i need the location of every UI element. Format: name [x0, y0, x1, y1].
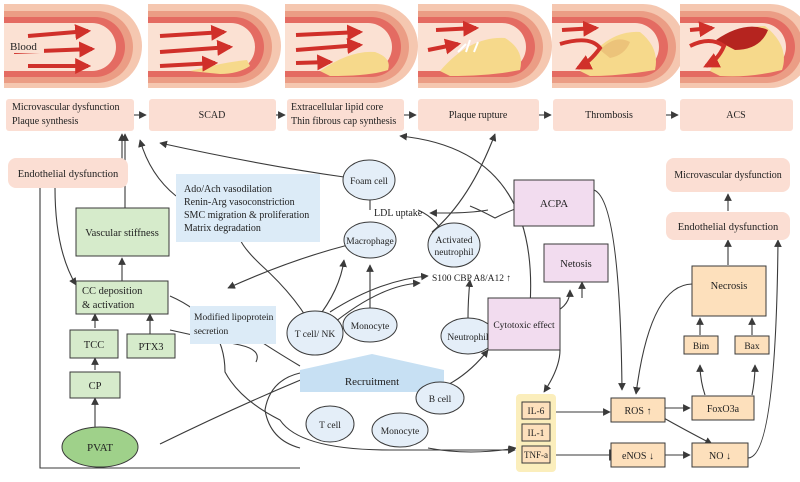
artery-panel-5 [552, 4, 685, 88]
b-cell-node [415, 381, 465, 415]
artery-panel-1: Blood [4, 4, 142, 88]
connectors [39, 132, 782, 469]
vascular-stiffness: Vascular stiffness [85, 228, 159, 239]
neutrophil: Neutrophil [447, 333, 489, 343]
ptx3-box [126, 333, 176, 359]
microvascular-dysfunction-box [666, 158, 790, 192]
cp-box [69, 371, 121, 399]
pvat: PVAT [87, 442, 113, 454]
stage-box-thrombosis [553, 99, 666, 131]
stage-acs: ACS [726, 110, 745, 121]
bim: Bim [693, 342, 710, 352]
stage-scad: SCAD [199, 110, 226, 121]
activated-neutrophil-node [427, 222, 481, 268]
ptx3: PTX3 [138, 342, 163, 353]
stage-box-lipid-core [287, 99, 404, 131]
no: NO ↓ [709, 451, 731, 462]
t-cell: T cell [319, 421, 341, 431]
recruitment-banner [300, 354, 444, 392]
macrophage-node [343, 221, 397, 259]
netosis: Netosis [560, 259, 592, 270]
stage-box-plaque-rupture [418, 99, 539, 131]
stage-box-scad [149, 99, 276, 131]
stage-bar: Microvascular dysfunction Plaque synthes… [6, 99, 793, 131]
stage-plaque-synthesis: Plaque synthesis [12, 116, 78, 127]
acpa-box [513, 179, 595, 227]
stage-thrombosis: Thrombosis [585, 110, 633, 121]
tcc: TCC [84, 340, 104, 351]
effect-matrix-degradation: Matrix degradation [184, 223, 261, 234]
stage-extracellular-lipid-core: Extracellular lipid core [291, 102, 384, 113]
tcc-box [69, 329, 119, 359]
blood-label: Blood [10, 41, 37, 53]
tnfa-box [521, 445, 551, 464]
modified-lipoprotein-box [190, 306, 276, 344]
vascular-stiffness-box [75, 207, 170, 257]
il6: IL-6 [528, 407, 545, 417]
activated-neutrophil-line2: neutrophil [434, 248, 473, 258]
macrophage: Macrophage [346, 237, 393, 247]
stage-microvascular-dysfunction: Microvascular dysfunction [12, 102, 119, 113]
monocyte-upper: Monocyte [351, 322, 390, 332]
il6-box [521, 401, 551, 420]
t-cell-nk: T cell/ NK [295, 330, 336, 340]
necrosis-box [691, 265, 767, 317]
enos-box [610, 442, 666, 468]
endothelial-dysfunction-left-box [8, 158, 128, 188]
cc-deposition-line1: CC deposition [82, 286, 143, 297]
ldl-uptake: LDL uptake [374, 208, 423, 219]
recruitment: Recruitment [345, 376, 399, 388]
b-cell: B cell [429, 395, 452, 405]
s100-cbp: S100 CBP A8/A12 ↑ [432, 274, 511, 284]
foxo3a: FoxO3a [707, 404, 740, 415]
effect-smc-migration: SMC migration & proliferation [184, 210, 309, 221]
foam-cell: Foam cell [350, 177, 388, 187]
necrosis: Necrosis [711, 281, 748, 292]
il1: IL-1 [528, 429, 545, 439]
stage-box-microvascular [6, 99, 134, 131]
monocyte-upper-node [342, 307, 398, 343]
stage-thin-fibrous-cap: Thin fibrous cap synthesis [291, 116, 396, 127]
endothelial-dysfunction-left: Endothelial dysfunction [18, 169, 119, 180]
netosis-box [543, 243, 609, 283]
foam-cell-node [342, 159, 396, 201]
endothelial-dysfunction-right: Endothelial dysfunction [678, 222, 779, 233]
artery-panel-2 [148, 4, 281, 88]
t-cell-nk-node [286, 310, 344, 356]
ros-box [610, 397, 666, 423]
no-box [691, 442, 749, 468]
stage-plaque-rupture: Plaque rupture [449, 110, 508, 121]
enos: eNOS ↓ [622, 451, 654, 462]
vascular-effects-box [176, 174, 320, 242]
activated-neutrophil-line1: Activated [436, 236, 473, 246]
effect-renin-arg: Renin-Arg vasoconstriction [184, 197, 295, 208]
il1-box [521, 423, 551, 442]
effect-ado-ach: Ado/Ach vasodilation [184, 184, 272, 195]
endothelial-dysfunction-right-box [666, 212, 790, 240]
artery-panel-6 [680, 4, 800, 88]
tnfa: TNF-a [524, 450, 548, 460]
microvascular-dysfunction: Microvascular dysfunction [674, 170, 781, 181]
cytotoxic-effect: Cytotoxic effect [493, 320, 555, 331]
bax: Bax [744, 342, 760, 352]
artery-panel-4 [418, 4, 552, 88]
cp: CP [89, 381, 102, 392]
monocyte-lower-node [371, 412, 429, 448]
ros: ROS ↑ [625, 406, 652, 417]
modified-lipoprotein-line1: Modified lipoprotein [194, 312, 274, 323]
bax-box [734, 335, 770, 355]
t-cell-node [305, 405, 355, 443]
pvat-node [61, 426, 139, 468]
cytotoxic-effect-box [487, 297, 561, 351]
stage-box-acs [680, 99, 793, 131]
acpa: ACPA [540, 198, 568, 210]
cc-deposition-line2: & activation [82, 300, 135, 311]
foxo3a-box [691, 395, 755, 421]
monocyte-lower: Monocyte [381, 427, 420, 437]
artery-panel-3 [285, 4, 418, 88]
cc-deposition-box [75, 280, 169, 315]
modified-lipoprotein-line2: secretion [194, 327, 229, 337]
bim-box [683, 335, 719, 355]
